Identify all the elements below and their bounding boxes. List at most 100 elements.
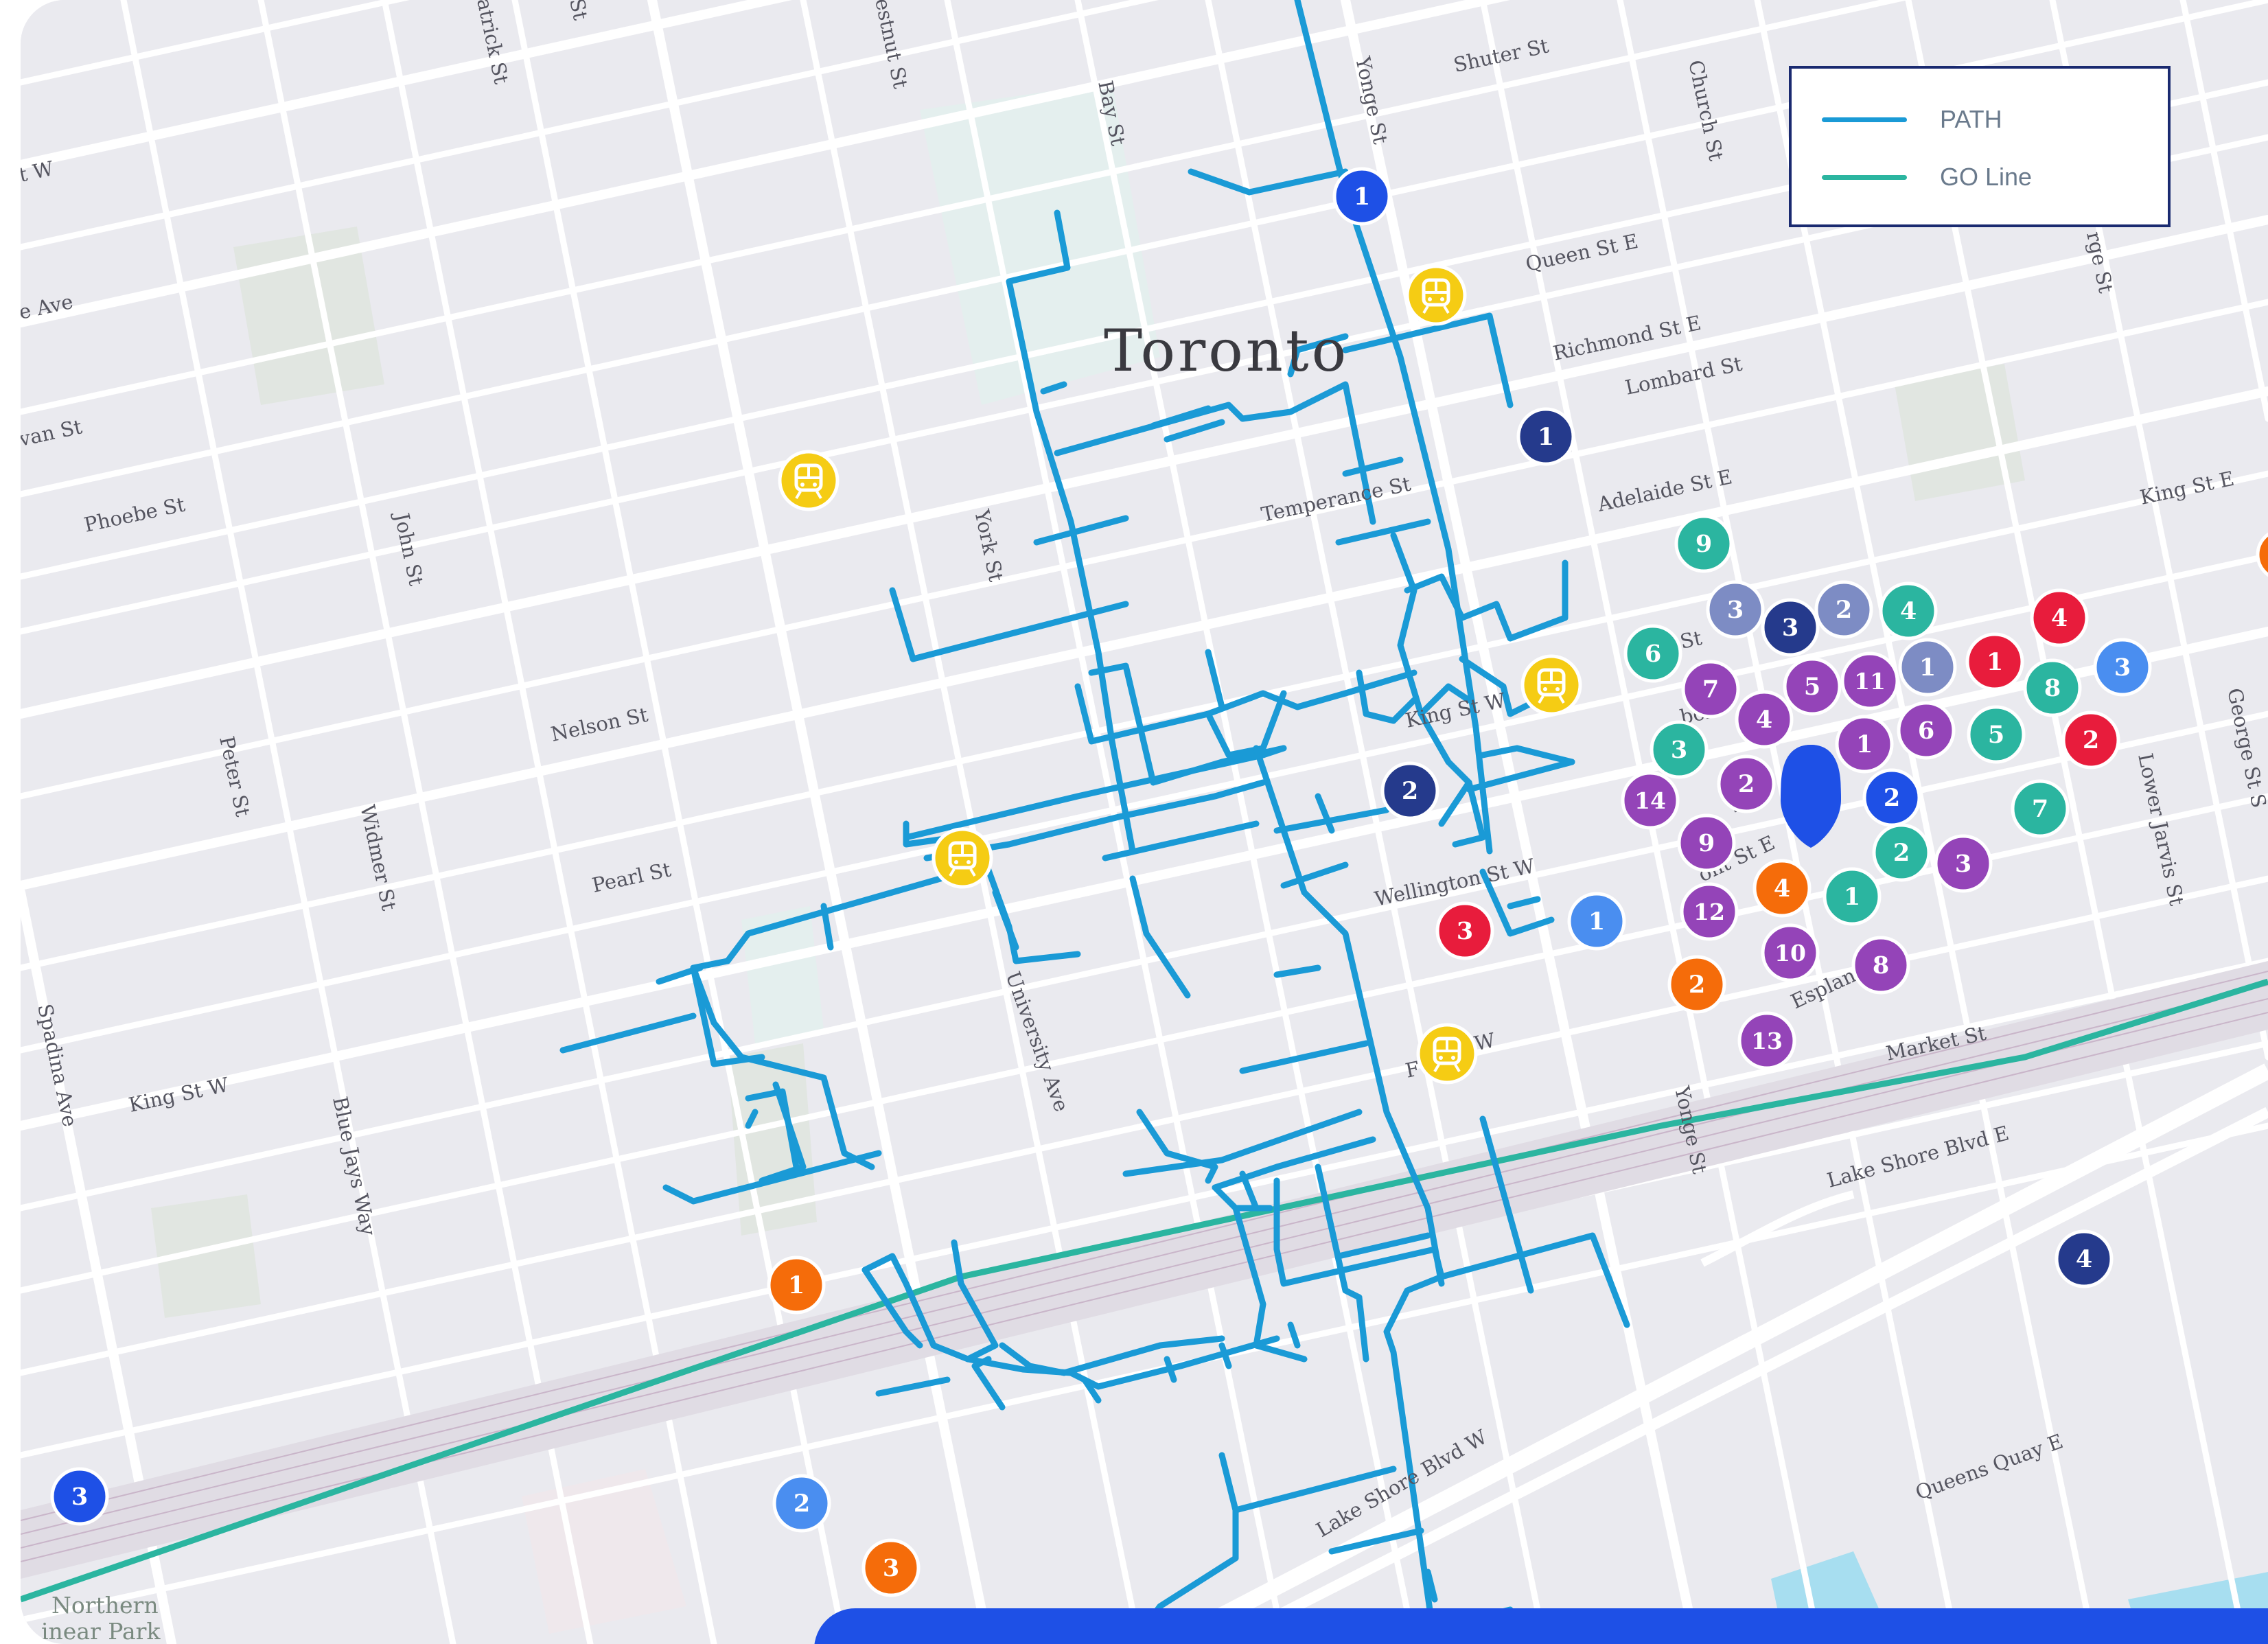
cluster-marker[interactable]: 8 [2023, 658, 2082, 717]
cluster-marker[interactable]: 4 [1735, 690, 1794, 749]
map-pin-icon[interactable] [1781, 745, 1841, 848]
cluster-count: 10 [1774, 940, 1806, 966]
cluster-marker[interactable]: 2 [1380, 761, 1439, 820]
cluster-count: 1 [1538, 423, 1554, 451]
cluster-marker[interactable]: 4 [1879, 581, 1938, 640]
park-label: inear Park [41, 1618, 161, 1644]
cluster-marker[interactable]: 9 [1674, 514, 1733, 573]
train-icon[interactable] [1416, 1023, 1478, 1085]
legend-item-path: PATH [1822, 105, 2002, 133]
cluster-marker[interactable]: 12 [1680, 882, 1739, 941]
cluster-count: 1 [1588, 907, 1605, 936]
map-canvas[interactable]: Shuter St Queen St E Richmond St E Lomba… [21, 0, 2268, 1644]
cluster-count: 7 [1702, 675, 1719, 704]
train-icon[interactable] [1520, 654, 1582, 716]
cluster-count: 2 [1738, 770, 1755, 798]
cluster-count: 9 [1698, 829, 1715, 857]
path-line-swatch [1822, 117, 1907, 122]
cluster-marker[interactable]: 6 [1623, 624, 1682, 683]
cluster-count: 2 [1402, 777, 1418, 805]
cluster-marker[interactable]: 4 [2055, 1229, 2114, 1288]
cluster-marker[interactable]: 1 [767, 1255, 826, 1315]
cluster-count: 3 [71, 1483, 88, 1511]
cluster-marker[interactable]: 2 [772, 1474, 831, 1533]
cluster-count: 8 [2044, 674, 2061, 702]
street-label: St [1678, 626, 1704, 653]
train-icon[interactable] [1405, 264, 1467, 326]
map-legend: PATH GO Line [1789, 66, 2171, 227]
cluster-marker[interactable]: 3 [50, 1467, 109, 1526]
cluster-count: 1 [1919, 653, 1936, 682]
cluster-count: 11 [1854, 668, 1886, 695]
cluster-marker[interactable]: 5 [1967, 705, 2026, 764]
cluster-marker[interactable]: 7 [1681, 660, 1740, 719]
cluster-marker[interactable]: 1 [1822, 867, 1882, 926]
park-label: Northern [51, 1592, 159, 1619]
cluster-marker[interactable]: 1 [1898, 638, 1957, 697]
cluster-marker[interactable]: 2 [1717, 754, 1776, 813]
cluster-marker[interactable]: 3 [861, 1538, 921, 1597]
cluster-count: 1 [1354, 183, 1370, 211]
cluster-count: 2 [1689, 971, 1705, 999]
cluster-marker[interactable]: 7 [2011, 779, 2070, 838]
legend-label: PATH [1940, 105, 2002, 133]
cluster-marker[interactable]: 3 [1435, 901, 1494, 960]
cluster-count: 2 [1836, 596, 1852, 624]
cluster-marker[interactable]: 1 [1516, 407, 1575, 466]
cluster-marker[interactable]: 2 [1667, 955, 1726, 1014]
cluster-count: 4 [1756, 706, 1772, 734]
cluster-marker[interactable]: 11 [1840, 651, 1899, 710]
cluster-marker[interactable]: 3 [1706, 580, 1765, 639]
cluster-marker[interactable]: 3 [1650, 720, 1709, 779]
legend-label: GO Line [1940, 163, 2033, 191]
map-frame: Shuter St Queen St E Richmond St E Lomba… [21, 0, 2268, 1644]
cluster-count: 13 [1751, 1028, 1783, 1054]
cluster-marker[interactable]: 4 [2030, 588, 2089, 647]
cluster-marker[interactable]: 13 [1737, 1011, 1796, 1070]
cluster-marker[interactable]: 8 [1851, 936, 1910, 995]
cluster-marker[interactable]: 3 [1761, 598, 1820, 657]
cluster-marker[interactable]: 1 [1835, 715, 1894, 774]
stations-layer [778, 264, 1582, 1085]
marker-partial[interactable] [2256, 530, 2268, 579]
cluster-count: 9 [1696, 530, 1712, 558]
cluster-count: 4 [1774, 875, 1790, 903]
cluster-count: 4 [1900, 597, 1917, 625]
cluster-count: 3 [883, 1554, 899, 1582]
train-icon[interactable] [931, 827, 993, 889]
cluster-count: 5 [1988, 721, 2004, 749]
cluster-marker[interactable]: 2 [1814, 580, 1873, 639]
cluster-marker[interactable]: 14 [1621, 771, 1680, 830]
cluster-marker[interactable]: 3 [2093, 638, 2152, 697]
cluster-marker[interactable]: 1 [1567, 892, 1626, 951]
cluster-marker[interactable]: 2 [1862, 768, 1921, 827]
cluster-count: 1 [1987, 648, 2003, 676]
cluster-count: 3 [1727, 596, 1744, 624]
cluster-count: 2 [1884, 784, 1900, 812]
cluster-count: 2 [2083, 726, 2099, 754]
cluster-count: 1 [788, 1271, 805, 1299]
cluster-marker[interactable]: 10 [1761, 923, 1820, 982]
cluster-marker[interactable]: 2 [2061, 710, 2120, 769]
cluster-marker[interactable]: 2 [1872, 823, 1931, 882]
cluster-marker[interactable]: 9 [1677, 813, 1736, 872]
cluster-count: 1 [1856, 730, 1873, 759]
cluster-count: 3 [2114, 653, 2131, 682]
cluster-count: 3 [1955, 850, 1971, 878]
cluster-marker[interactable]: 6 [1897, 701, 1956, 760]
legend-item-go-line: GO Line [1822, 163, 2032, 191]
cluster-marker[interactable]: 1 [1965, 632, 2024, 691]
cluster-marker[interactable]: 3 [1934, 834, 1993, 893]
cluster-marker[interactable]: 4 [1752, 859, 1812, 918]
city-label: Toronto [1104, 317, 1349, 384]
cluster-marker[interactable]: 1 [1332, 167, 1391, 226]
cluster-count: 3 [1782, 614, 1798, 642]
bottom-sheet-handle[interactable] [814, 1608, 2268, 1644]
cluster-count: 4 [2051, 604, 2068, 632]
cluster-count: 3 [1457, 917, 1473, 945]
cluster-count: 8 [1873, 951, 1889, 980]
train-icon[interactable] [778, 450, 840, 511]
cluster-marker[interactable]: 5 [1783, 657, 1842, 716]
